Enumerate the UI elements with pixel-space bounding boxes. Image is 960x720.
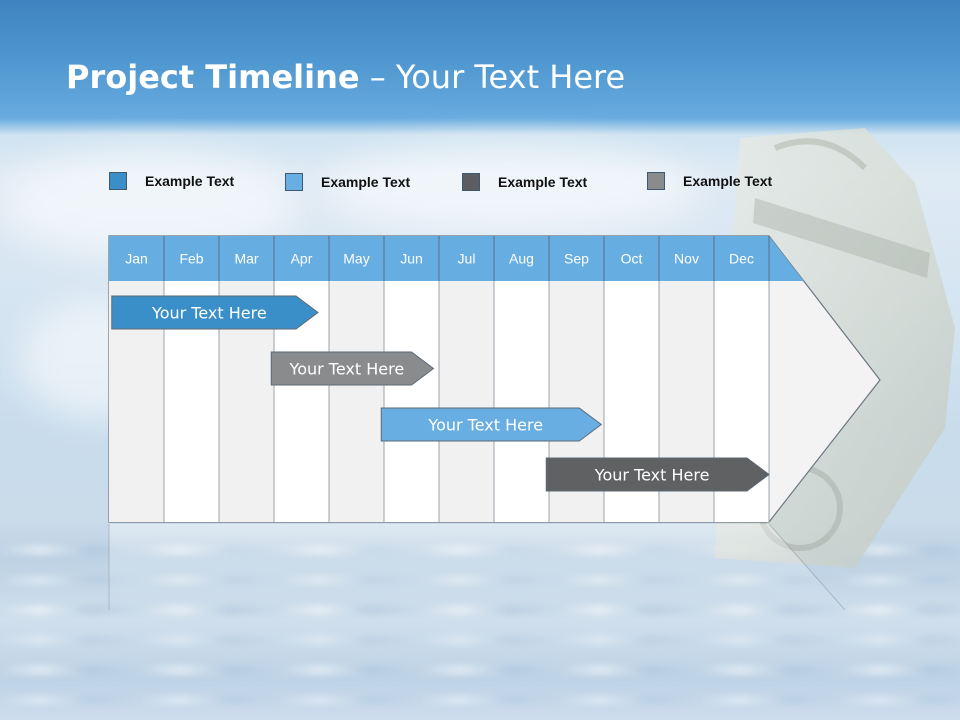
- water-ripple: [0, 635, 960, 645]
- legend-label: Example Text: [321, 174, 411, 190]
- month-header-band: [109, 236, 804, 281]
- water-ripple: [0, 665, 960, 675]
- legend-item: Example Text: [109, 171, 234, 191]
- month-label: Dec: [729, 251, 754, 267]
- month-column: [329, 281, 384, 522]
- timeline-reflection: [108, 523, 846, 611]
- title-bold-part: Project Timeline: [66, 58, 360, 96]
- water-ripple: [0, 695, 960, 705]
- legend-swatch: [285, 173, 303, 191]
- timeline-task-bar: [111, 295, 319, 330]
- legend-label: Example Text: [683, 173, 773, 189]
- month-column: [494, 281, 549, 522]
- task-bar-label: Your Text Here: [151, 304, 267, 323]
- legend-label: Example Text: [498, 174, 588, 190]
- month-label: Oct: [621, 251, 643, 267]
- month-label: Mar: [234, 251, 258, 267]
- page-title: Project Timeline – Your Text Here: [66, 58, 625, 96]
- month-label: Jan: [125, 251, 148, 267]
- legend-label: Example Text: [145, 173, 235, 189]
- month-label: Apr: [291, 251, 313, 267]
- month-label: Feb: [179, 251, 203, 267]
- task-bar-label: Your Text Here: [594, 466, 710, 485]
- timeline-task-bar: [545, 457, 770, 492]
- timeline-task-bar: [380, 407, 603, 442]
- month-header: Jan Feb Mar Apr May Jun Jul Aug Sep Oct Nov Dec: [109, 236, 804, 281]
- month-column: [439, 281, 494, 522]
- title-rest-part: – Your Text Here: [359, 58, 626, 96]
- month-label: Sep: [564, 251, 589, 267]
- legend-swatch: [462, 173, 480, 191]
- cloud-shape: [320, 145, 700, 235]
- legend-swatch: [109, 172, 127, 190]
- month-label: Nov: [674, 251, 699, 267]
- legend-item: Example Text: [462, 172, 587, 192]
- month-label: Aug: [509, 251, 534, 267]
- task-bar-label: Your Text Here: [289, 360, 405, 379]
- legend-item: Example Text: [285, 172, 410, 192]
- month-label: May: [343, 251, 369, 267]
- task-bar-label: Your Text Here: [427, 416, 543, 435]
- legend-item: Example Text: [647, 171, 772, 191]
- month-label: Jul: [458, 251, 476, 267]
- month-label: Jun: [400, 251, 423, 267]
- legend-swatch: [647, 172, 665, 190]
- timeline-task-bar: [270, 351, 435, 386]
- month-column: [384, 281, 439, 522]
